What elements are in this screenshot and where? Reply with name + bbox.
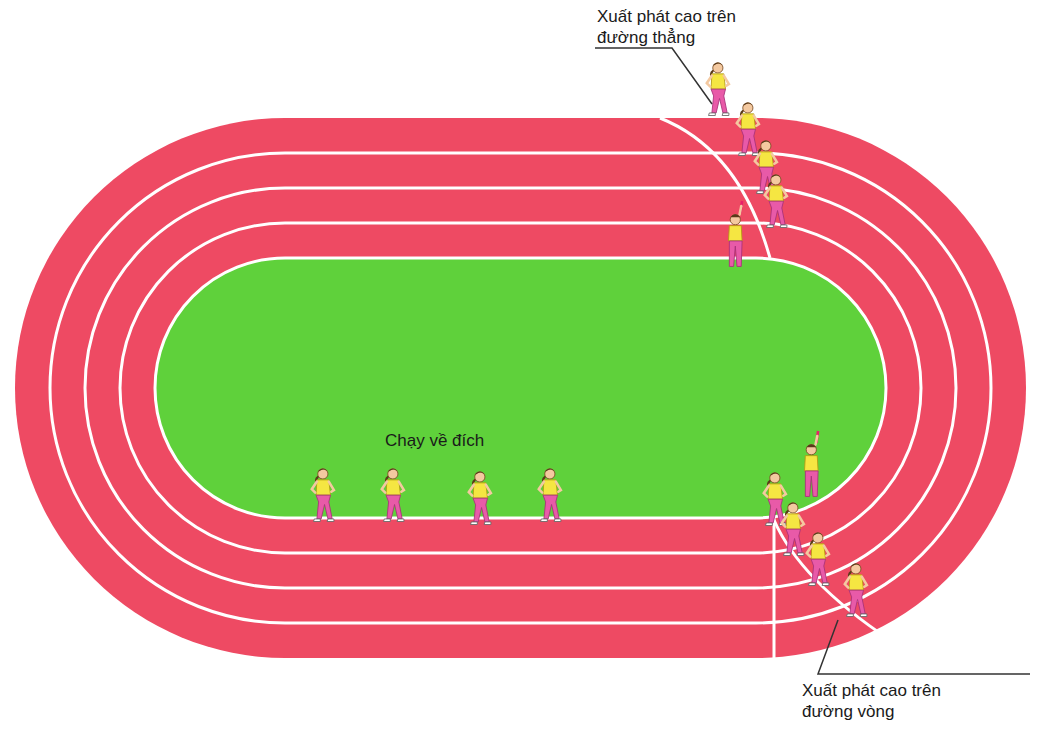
start-label: Xuất phát cao trên đường thẳng	[597, 6, 737, 48]
finish-label: Chạy về đích	[385, 430, 525, 451]
start-label: Xuất phát cao trên đường vòng	[802, 680, 942, 722]
